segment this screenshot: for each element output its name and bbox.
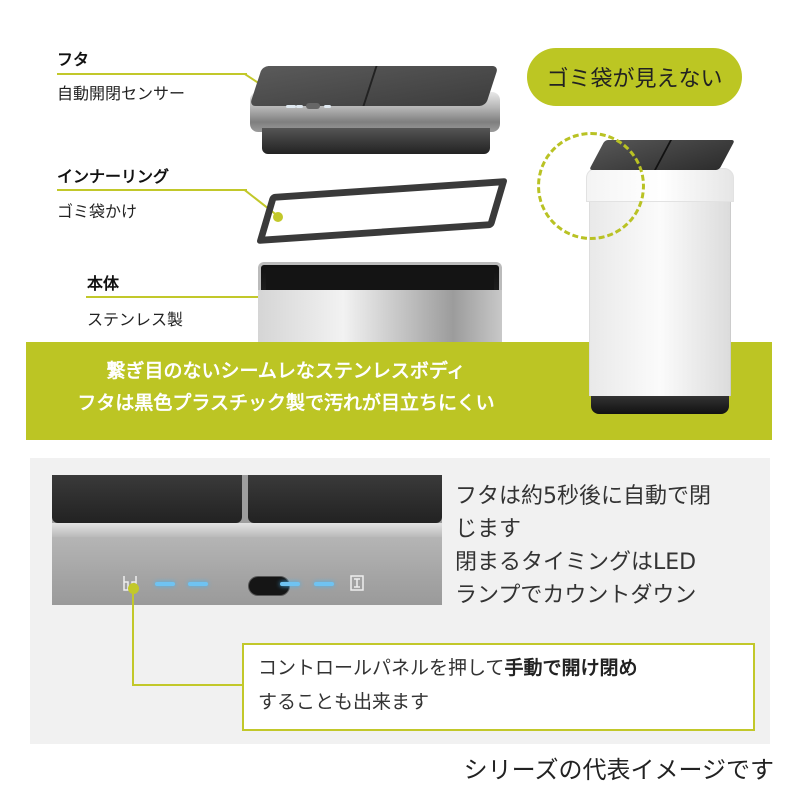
callout-line-vertical [132, 592, 134, 686]
led-indicator [280, 582, 300, 586]
part-title-ring: インナーリング [57, 167, 170, 186]
description-line: じます [455, 517, 522, 542]
body-side [258, 290, 502, 342]
mini-led [324, 105, 331, 108]
description-line: 閉まるタイミングはLED [455, 550, 697, 575]
hidden-bag-badge: ゴミ袋が見えない [527, 48, 742, 106]
series-image-note: シリーズの代表イメージです [463, 756, 774, 784]
manual-open-close-button[interactable] [248, 576, 290, 596]
part-subtitle-body: ステンレス製 [87, 310, 184, 329]
panel-face [52, 537, 442, 605]
description-line: ランプでカウントダウン [455, 583, 697, 608]
leader-dot-ring [273, 212, 283, 222]
lid-top [249, 66, 499, 106]
lid-base [262, 128, 490, 154]
part-title-lid: フタ [57, 50, 90, 69]
feature-band-text: 繋ぎ目のないシームレなステンレスボディ フタは黒色プラスチック製で汚れが目立ちに… [26, 355, 546, 419]
part-subtitle-lid: 自動開閉センサー [57, 84, 186, 103]
leader-line-body [86, 296, 266, 298]
callout-line-horizontal [132, 684, 242, 686]
badge-label: ゴミ袋が見えない [546, 67, 723, 92]
callout-emphasis: 手動で開け閉め [504, 657, 638, 679]
mini-led [286, 105, 296, 108]
band-line-2: フタは黒色プラスチック製で汚れが目立ちにくい [77, 392, 495, 414]
body-inner [266, 268, 494, 290]
leader-line-ring [57, 189, 247, 191]
band-line-1: 繋ぎ目のないシームレなステンレスボディ [106, 360, 466, 382]
part-title-body: 本体 [87, 274, 120, 293]
manual-operation-callout: コントロールパネルを押して手動で開け閉め することも出来ます [242, 643, 755, 731]
mini-led [296, 105, 303, 108]
bin-closed-icon [349, 574, 365, 594]
lid-rail [52, 523, 442, 537]
description-line: フタは約5秒後に自動で閉 [455, 484, 711, 509]
mini-sensor-button [306, 103, 320, 109]
part-subtitle-ring: ゴミ袋かけ [57, 202, 138, 221]
inner-ring-illustration [256, 177, 508, 245]
callout-prefix: コントロールパネルを押して [258, 657, 505, 679]
control-panel-photo [52, 475, 442, 605]
auto-close-description: フタは約5秒後に自動で閉 じます 閉まるタイミングはLED ランプでカウントダウ… [455, 480, 755, 612]
led-indicator [188, 582, 208, 586]
callout-dot [128, 583, 139, 594]
leader-line-lid [57, 73, 247, 75]
led-indicator [314, 582, 334, 586]
callout-line-1: コントロールパネルを押して手動で開け閉め [258, 651, 739, 685]
lid-flap-left [52, 475, 242, 523]
bin-foot [591, 396, 729, 414]
lid-flap-right [248, 475, 442, 523]
callout-line-2: することも出来ます [258, 691, 430, 713]
dashed-highlight-circle [537, 132, 645, 240]
led-indicator [155, 582, 175, 586]
